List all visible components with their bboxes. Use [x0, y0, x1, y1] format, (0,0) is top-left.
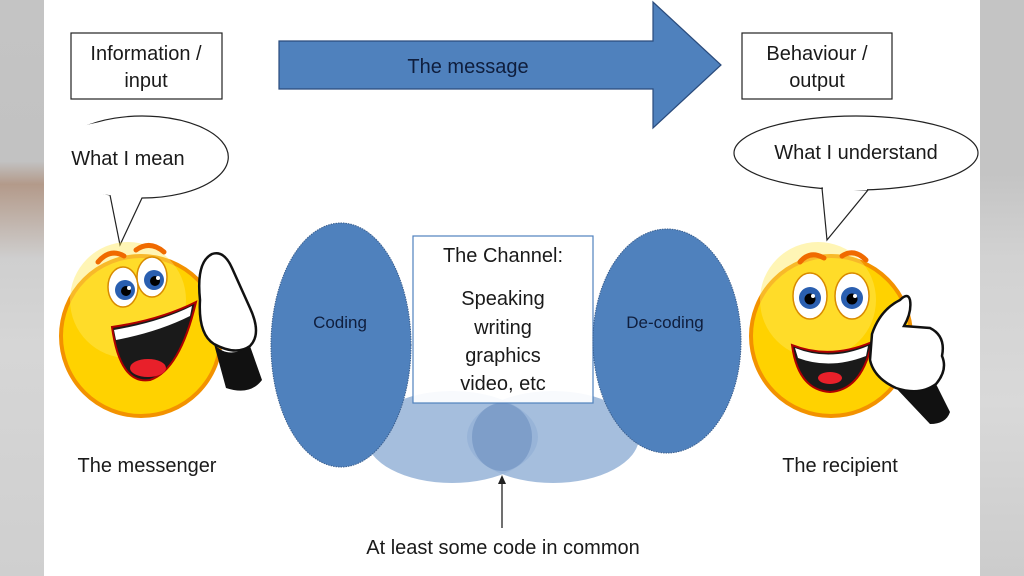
output-box-line1: Behaviour /	[766, 43, 868, 65]
output-box-line2: output	[789, 70, 845, 92]
common-code-overlap	[366, 391, 639, 483]
messenger-smiley	[59, 242, 262, 418]
input-box-line2: input	[124, 70, 168, 92]
recipient-label: The recipient	[782, 455, 898, 477]
input-box-line1: Information /	[90, 43, 202, 65]
speech-left-text: What I mean	[71, 148, 184, 170]
background-photo-right	[980, 0, 1024, 576]
speech-bubble-left: What I mean	[44, 115, 229, 247]
speech-bubble-right: What I understand	[733, 115, 979, 242]
common-code-pointer	[498, 475, 506, 528]
common-code-caption: At least some code in common	[366, 537, 639, 559]
coding-ellipse: Coding	[270, 222, 412, 468]
channel-item: graphics	[465, 345, 541, 367]
background-photo-left	[0, 0, 44, 576]
decoding-label: De-coding	[626, 313, 704, 332]
message-arrow-label: The message	[407, 56, 528, 78]
message-arrow: The message	[278, 0, 722, 130]
channel-item: Speaking	[461, 288, 544, 310]
channel-item: writing	[473, 317, 532, 339]
channel-item: video, etc	[460, 373, 546, 395]
channel-box: The Channel: Speaking writing graphics v…	[412, 235, 594, 404]
decoding-ellipse: De-coding	[592, 228, 742, 454]
recipient-smiley	[749, 242, 950, 424]
messenger-label: The messenger	[78, 455, 217, 477]
output-box: Behaviour / output	[741, 32, 893, 100]
speech-right-text: What I understand	[774, 142, 937, 164]
input-box: Information / input	[70, 32, 223, 100]
channel-title: The Channel:	[443, 245, 563, 267]
coding-label: Coding	[313, 313, 367, 332]
